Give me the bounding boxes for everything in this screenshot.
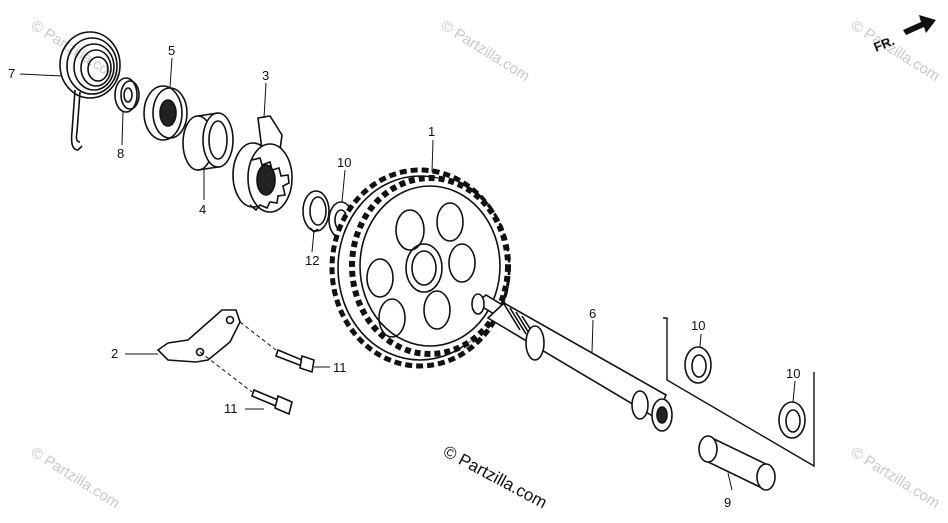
- callout-2: 2: [111, 346, 118, 361]
- front-direction-indicator: FR.: [872, 15, 936, 55]
- callout-labels: 1 2 3 4 5 6 7 8 9 10 10 10 11 11 12: [8, 43, 800, 510]
- alignment-dashed-lines: [199, 321, 277, 393]
- assembly-bracket-lines: [663, 317, 815, 468]
- callout-6: 6: [589, 306, 596, 321]
- watermark-top-center: © Partzilla.com: [438, 17, 533, 85]
- callout-10-upper: 10: [337, 155, 351, 170]
- callout-10-right: 10: [786, 366, 800, 381]
- callout-1: 1: [428, 124, 435, 139]
- part-2-plate: [156, 309, 241, 363]
- callout-7: 7: [8, 66, 15, 81]
- callout-12: 12: [305, 253, 319, 268]
- part-10-washer-right: [778, 401, 806, 439]
- callout-3: 3: [262, 68, 269, 83]
- front-direction-arrow-icon: [903, 15, 936, 35]
- callout-4: 4: [199, 202, 206, 217]
- part-10-washer-mid: [684, 346, 712, 384]
- front-direction-label: FR.: [872, 33, 897, 55]
- part-4-bushing: [182, 112, 234, 171]
- watermark-bottom-right: © Partzilla.com: [848, 444, 943, 512]
- part-6-shaft: [471, 293, 673, 432]
- part-12-snap-ring: [302, 190, 330, 234]
- part-5-seal: [143, 85, 188, 141]
- part-8-collar: [114, 77, 140, 113]
- part-11-bolt-upper: [274, 348, 315, 374]
- callout-5: 5: [168, 43, 175, 58]
- part-1-gear: [329, 167, 511, 369]
- watermark-bottom-left: © Partzilla.com: [28, 444, 123, 512]
- part-11-bolt-lower: [251, 388, 293, 416]
- part-3-ratchet: [232, 115, 293, 213]
- part-7-spring: [59, 31, 121, 151]
- callout-10-mid: 10: [691, 318, 705, 333]
- callout-9: 9: [724, 495, 731, 510]
- leader-lines: [19, 57, 796, 491]
- part-9-collar-pipe: [698, 435, 776, 491]
- callout-11-upper: 11: [333, 360, 347, 375]
- copyright-text: © Partzilla.com: [440, 442, 550, 513]
- callout-8: 8: [117, 146, 124, 161]
- callout-11-lower: 11: [224, 401, 238, 416]
